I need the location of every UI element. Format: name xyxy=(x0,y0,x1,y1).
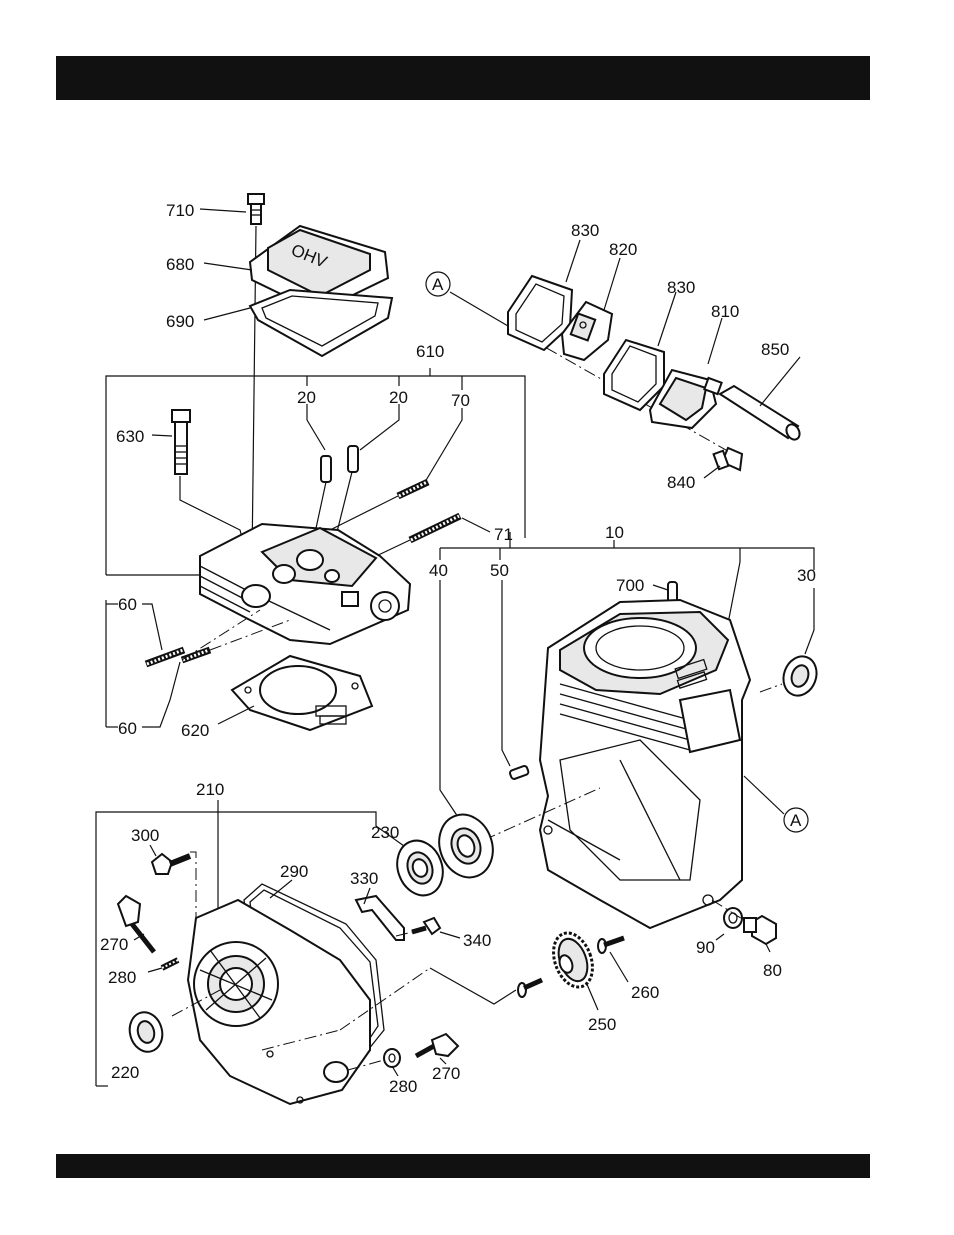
stud-71 xyxy=(410,516,460,540)
cylinder-head xyxy=(200,524,410,644)
oil-dipstick-270b xyxy=(416,1034,458,1056)
label-90: 90 xyxy=(696,938,715,957)
label-820: 820 xyxy=(609,240,637,259)
crankcase-block xyxy=(540,600,750,928)
label-690: 690 xyxy=(166,312,194,331)
bolt-840 xyxy=(714,448,742,470)
breather-tube-850 xyxy=(720,386,802,442)
label-220: 220 xyxy=(111,1063,139,1082)
label-60-a: 60 xyxy=(118,595,137,614)
head-bolt-630 xyxy=(172,410,190,474)
dowel-pin-20b xyxy=(348,446,358,472)
governor-gear-250 xyxy=(547,928,600,993)
stud-70 xyxy=(398,482,428,496)
label-840: 840 xyxy=(667,473,695,492)
label-70: 70 xyxy=(451,391,470,410)
dowel-pin-20a xyxy=(321,456,331,482)
oil-seal-220 xyxy=(125,1009,166,1056)
label-700: 700 xyxy=(616,576,644,595)
label-a-bottom: A xyxy=(790,811,802,830)
label-210: 210 xyxy=(196,780,224,799)
label-340: 340 xyxy=(463,931,491,950)
head-gasket-620 xyxy=(232,656,372,730)
label-330: 330 xyxy=(350,869,378,888)
o-ring-280b xyxy=(384,1049,400,1067)
bolt-340 xyxy=(412,918,440,934)
label-830-b: 830 xyxy=(667,278,695,297)
washer-90 xyxy=(724,908,742,928)
label-250: 250 xyxy=(588,1015,616,1034)
label-270-b: 270 xyxy=(432,1064,460,1083)
stud-60a xyxy=(146,650,184,664)
label-230: 230 xyxy=(371,823,399,842)
dowel-pin-50 xyxy=(509,765,529,780)
o-ring-280a xyxy=(162,960,178,968)
label-71: 71 xyxy=(494,525,513,544)
cover-gasket-690 xyxy=(250,290,392,356)
label-290: 290 xyxy=(280,862,308,881)
oil-guide-330 xyxy=(356,896,404,940)
label-270-a: 270 xyxy=(100,935,128,954)
gear-shaft-pin xyxy=(518,980,542,997)
label-40: 40 xyxy=(429,561,448,580)
bolt-300 xyxy=(152,854,190,874)
drain-plug-80 xyxy=(744,916,776,944)
bolt-710 xyxy=(248,194,264,224)
label-710: 710 xyxy=(166,201,194,220)
label-850: 850 xyxy=(761,340,789,359)
label-280-a: 280 xyxy=(108,968,136,987)
label-10: 10 xyxy=(605,523,624,542)
gear-shaft-260 xyxy=(598,938,624,953)
label-80: 80 xyxy=(763,961,782,980)
label-260: 260 xyxy=(631,983,659,1002)
label-830-a: 830 xyxy=(571,221,599,240)
label-60-b: 60 xyxy=(118,719,137,738)
label-810: 810 xyxy=(711,302,739,321)
label-20-b: 20 xyxy=(389,388,408,407)
label-30: 30 xyxy=(797,566,816,585)
label-280-b: 280 xyxy=(389,1077,417,1096)
label-630: 630 xyxy=(116,427,144,446)
label-a-top: A xyxy=(432,275,444,294)
label-300: 300 xyxy=(131,826,159,845)
oil-seal-30 xyxy=(778,652,822,701)
label-20-a: 20 xyxy=(297,388,316,407)
label-50: 50 xyxy=(490,561,509,580)
label-680: 680 xyxy=(166,255,194,274)
label-620: 620 xyxy=(181,721,209,740)
label-610: 610 xyxy=(416,342,444,361)
